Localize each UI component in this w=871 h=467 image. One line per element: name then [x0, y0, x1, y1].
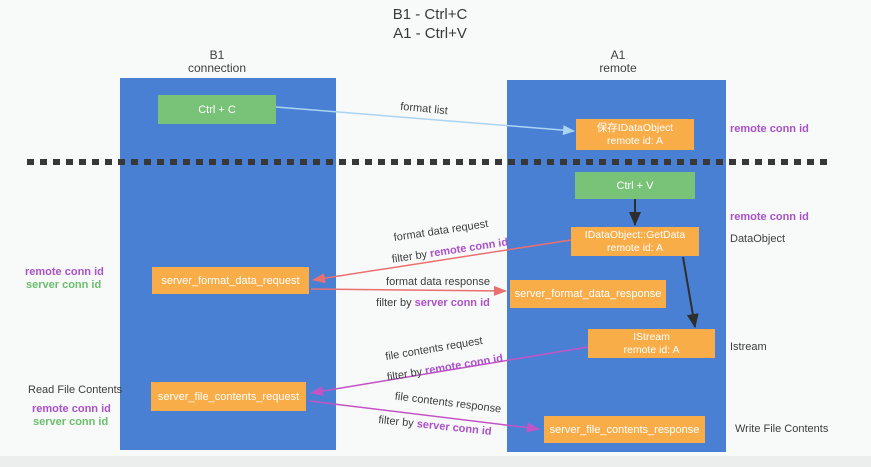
server-format-data-request-node: server_format_data_request: [152, 267, 309, 294]
title-line-1: B1 - Ctrl+C: [392, 6, 468, 23]
write-file-contents-label: Write File Contents: [735, 423, 829, 435]
file-contents-response-label: file contents response: [394, 390, 502, 416]
istream-label: IStream: [633, 330, 670, 343]
filter-by-text: filter by: [377, 414, 418, 431]
title-line-2: A1 - Ctrl+V: [393, 25, 467, 42]
diagram-title: B1 - Ctrl+C A1 - Ctrl+V: [350, 5, 510, 43]
save-idataobject-remote-id: remote id: A: [606, 134, 664, 147]
server-format-data-request-label: server_format_data_request: [161, 274, 300, 287]
remote-conn-id-text: remote conn id: [424, 352, 504, 378]
idataobject-getdata-node: IDataObject::GetData remote id: A: [571, 227, 699, 256]
lane-header-a1: A1 remote: [548, 49, 688, 75]
ctrl-v-label: Ctrl + V: [616, 179, 654, 192]
save-idataobject-node: 保存IDataObject remote id: A: [576, 119, 694, 150]
format-data-response-filter-label: filter by server conn id: [376, 297, 490, 309]
getdata-label: IDataObject::GetData: [584, 228, 686, 241]
server-conn-id-label-bottom-left: server conn id: [33, 416, 109, 428]
file-contents-response-filter-label: filter by server conn id: [378, 414, 492, 438]
server-conn-id-label-mid-left: server conn id: [26, 279, 102, 291]
remote-conn-id-label-mid-right: remote conn id: [730, 211, 809, 223]
istream-node: IStream remote id: A: [588, 329, 715, 358]
server-file-contents-response-node: server_file_contents_response: [544, 416, 705, 443]
lane-b1-title: B1: [209, 48, 225, 62]
dashed-separator: [27, 159, 830, 165]
read-file-contents-label: Read File Contents: [28, 384, 123, 396]
format-data-response-label: format data response: [386, 276, 490, 288]
server-file-contents-response-label: server_file_contents_response: [549, 423, 700, 436]
ctrl-c-node: Ctrl + C: [158, 95, 276, 124]
ctrl-v-node: Ctrl + V: [575, 172, 695, 199]
lane-a1-subtitle: remote: [599, 61, 637, 75]
dataobject-label: DataObject: [730, 233, 786, 245]
server-file-contents-request-node: server_file_contents_request: [151, 382, 306, 411]
server-format-data-response-label: server_format_data_response: [514, 288, 662, 300]
istream-remote-id: remote id: A: [623, 343, 680, 356]
istream-side-label: Istream: [730, 341, 767, 353]
filter-by-text: filter by: [376, 297, 415, 309]
server-format-data-response-node: server_format_data_response: [510, 280, 666, 308]
format-data-request-label: format data request: [392, 218, 490, 244]
server-conn-id-text: server conn id: [416, 418, 493, 438]
save-idataobject-label: 保存IDataObject: [596, 121, 674, 134]
remote-conn-id-text: remote conn id: [429, 236, 509, 260]
format-data-response-arrow: [310, 285, 507, 296]
getdata-remote-id: remote id: A: [606, 241, 664, 254]
remote-conn-id-label-top-right: remote conn id: [730, 123, 809, 135]
filter-by-text: filter by: [391, 248, 431, 266]
server-conn-id-text: server conn id: [414, 297, 490, 309]
remote-conn-id-label-bottom-left: remote conn id: [32, 403, 111, 415]
remote-conn-id-label-mid-left: remote conn id: [25, 266, 104, 278]
server-file-contents-request-label: server_file_contents_request: [157, 390, 300, 403]
lane-b1-subtitle: connection: [187, 61, 247, 75]
lane-a1-title: A1: [610, 48, 626, 62]
ctrl-c-label: Ctrl + C: [198, 103, 236, 116]
format-list-label: format list: [399, 100, 449, 118]
lane-header-b1: B1 connection: [147, 49, 287, 75]
filter-by-text: filter by: [386, 365, 427, 384]
bottom-strip: [0, 456, 871, 467]
